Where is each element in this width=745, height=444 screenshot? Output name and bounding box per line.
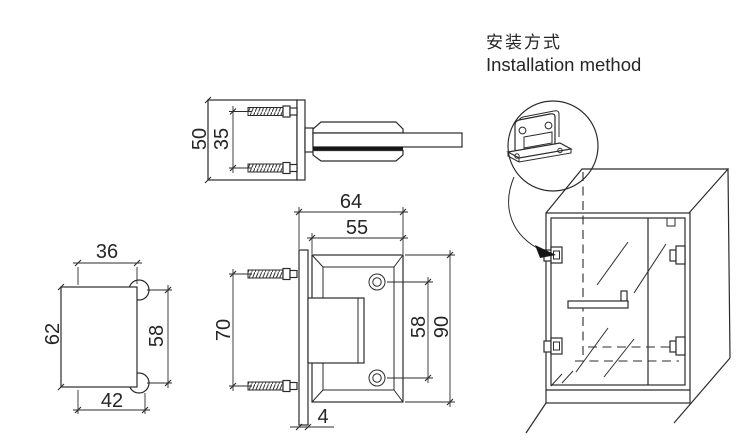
cabinet-top-face bbox=[545, 168, 730, 214]
dim-58-side-label: 58 bbox=[146, 325, 168, 347]
dim-70-label: 70 bbox=[213, 319, 235, 341]
dim-58-side: 58 bbox=[146, 285, 172, 388]
clamp-neck bbox=[304, 127, 314, 153]
dim-42: 42 bbox=[73, 390, 150, 414]
screw-lower bbox=[247, 379, 298, 393]
front-view: 64 55 70 58 bbox=[213, 191, 455, 431]
cabinet-back-right-edge bbox=[727, 168, 731, 359]
latch-block bbox=[666, 217, 676, 227]
door-frame bbox=[550, 217, 686, 386]
dim-55-label: 55 bbox=[346, 217, 368, 239]
dim-35-label: 35 bbox=[211, 128, 233, 150]
dim-4-label: 4 bbox=[317, 406, 328, 428]
hinge-left-lower bbox=[543, 337, 563, 355]
hinge-right-upper bbox=[669, 245, 686, 265]
dim-64: 64 bbox=[294, 191, 408, 254]
wall-plate-edge bbox=[296, 99, 306, 181]
dim-62-label: 62 bbox=[42, 323, 64, 345]
hinge-profile-body bbox=[60, 286, 138, 388]
floor-line-left bbox=[525, 402, 547, 434]
glass-reflection-lines bbox=[550, 241, 667, 387]
detail-circle bbox=[506, 100, 599, 192]
clamp-upper-jaw bbox=[312, 121, 404, 134]
dim-62: 62 bbox=[42, 283, 65, 391]
dim-50-label: 50 bbox=[189, 128, 211, 150]
screw-hole-top bbox=[368, 273, 386, 291]
dim-64-label: 64 bbox=[340, 191, 362, 213]
hinge-3d-sketch bbox=[506, 110, 573, 163]
screw-top bbox=[247, 105, 298, 118]
glass-shelf bbox=[567, 300, 629, 309]
dim-58-front-label: 58 bbox=[408, 316, 430, 338]
arrowhead bbox=[535, 245, 556, 258]
hinge-right-lower bbox=[669, 336, 686, 356]
dim-35: 35 bbox=[211, 106, 252, 173]
wall-plate bbox=[298, 249, 309, 426]
dim-50: 50 bbox=[189, 96, 212, 184]
screw-hole-bottom bbox=[368, 369, 386, 387]
knuckle-block bbox=[307, 297, 365, 364]
cabinet-front-face bbox=[545, 212, 691, 404]
dim-55: 55 bbox=[307, 217, 408, 254]
detail-circle-outline bbox=[507, 100, 599, 192]
floor-line-right bbox=[673, 357, 731, 424]
screw-bottom bbox=[247, 161, 298, 175]
section-title-zh: 安装方式 bbox=[486, 33, 562, 52]
section-title-en: Installation method bbox=[486, 54, 641, 75]
dim-36-label: 36 bbox=[96, 241, 118, 263]
cabinet bbox=[525, 168, 731, 434]
pointer-arrow bbox=[508, 176, 556, 258]
dim-42-label: 42 bbox=[101, 390, 123, 412]
gasket-strip bbox=[313, 146, 403, 151]
dim-58-front: 58 bbox=[387, 277, 433, 383]
dim-4: 4 bbox=[290, 406, 334, 431]
shelf-bracket bbox=[620, 290, 628, 302]
side-view: 36 42 62 58 bbox=[42, 241, 172, 414]
dim-70: 70 bbox=[213, 269, 252, 391]
dim-36: 36 bbox=[73, 241, 142, 285]
bevel-corners bbox=[311, 254, 404, 403]
clamp-lower-jaw bbox=[312, 149, 404, 162]
dim-90-label: 90 bbox=[431, 316, 453, 338]
screw-upper bbox=[247, 267, 298, 281]
dim-90: 90 bbox=[405, 250, 455, 407]
top-view: 35 50 bbox=[189, 96, 463, 184]
glass-panel-edge bbox=[312, 132, 463, 148]
installation-section: 安装方式 Installation method bbox=[486, 33, 731, 434]
